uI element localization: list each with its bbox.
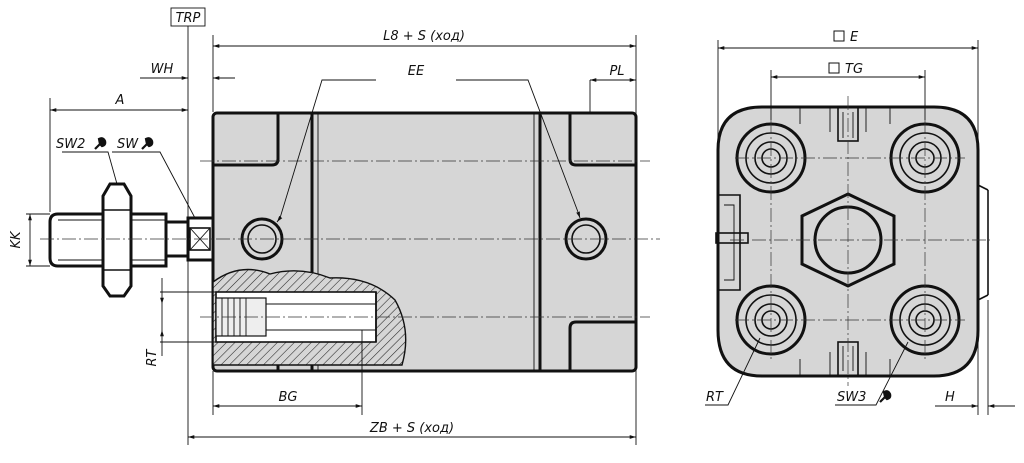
label-e: E [850, 30, 859, 45]
thread [48, 212, 103, 268]
label-zb-stroke: ZB + S (ход) [369, 421, 454, 436]
label-tg: TG [845, 62, 863, 77]
label-rt-front: RT [706, 390, 724, 405]
label-rt-side: RT [145, 348, 160, 366]
label-sw: SW [117, 137, 139, 152]
wrench-icon [141, 137, 154, 150]
label-kk: KK [9, 230, 24, 249]
label-l8-stroke: L8 + S (ход) [383, 29, 465, 44]
label-trp: TRP [176, 11, 201, 26]
label-sw2: SW2 [56, 137, 85, 152]
wrench-icon [94, 137, 107, 150]
label-pl: PL [609, 64, 624, 79]
label-h: H [945, 390, 955, 405]
square-symbol-e [833, 30, 845, 42]
front-view [705, 40, 1015, 415]
label-sw3: SW3 [837, 390, 866, 405]
wrench-icon [879, 390, 892, 403]
labels: TRP L8 + S (ход) WH EE PL A SW2 SW KK RT… [9, 7, 955, 436]
side-view [26, 24, 660, 445]
label-bg: BG [279, 390, 298, 405]
label-a: A [115, 93, 125, 108]
label-ee: EE [408, 64, 425, 79]
port-right [564, 217, 608, 261]
label-wh: WH [151, 62, 174, 77]
square-symbol-tg [828, 62, 840, 74]
nut [101, 182, 133, 298]
